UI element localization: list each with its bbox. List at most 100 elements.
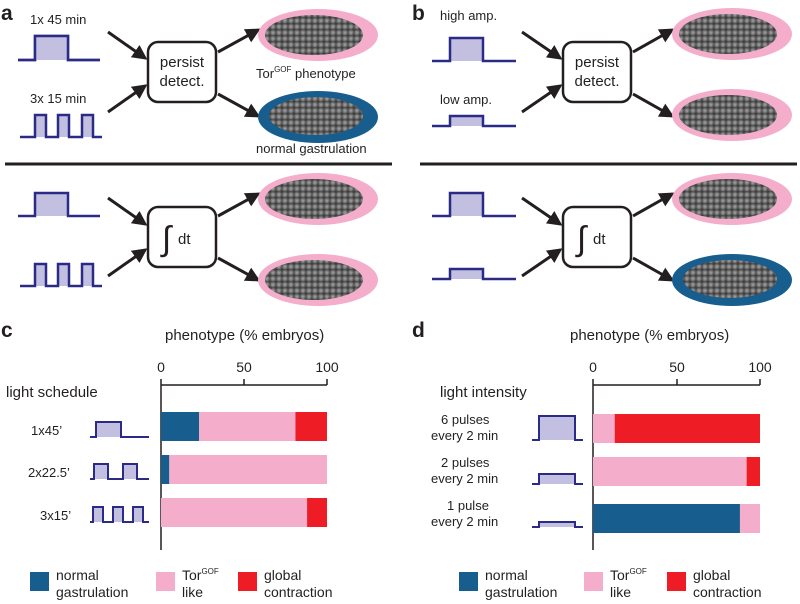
embryo-b-3: [672, 173, 792, 225]
row-label-d-1b: every 2 min: [431, 428, 498, 443]
legend-swatch-normal-c: [30, 572, 49, 591]
panel-letter-b: b: [412, 2, 425, 25]
row-pulse-c-2: [90, 463, 149, 480]
arrow-in-3: [107, 196, 148, 226]
panel-letter-c: c: [1, 319, 13, 342]
row-pulse-c-1: [90, 421, 149, 438]
tor-phenotype-label: TorGOF phenotype: [256, 65, 356, 81]
row-header-c: light schedule: [6, 384, 98, 401]
bar-d-row1-tor-like: [593, 414, 615, 443]
arrow-out-b1: [632, 28, 675, 54]
bar-d-row1-global: [614, 414, 760, 443]
bar-d-row2-global: [746, 457, 760, 486]
pulse-3x15: [20, 113, 102, 139]
arrow-out-4: [217, 256, 261, 282]
pulse-high-bottom: [432, 191, 516, 218]
input-label-1x45: 1x 45 min: [30, 12, 86, 27]
row-pulse-d-3: [532, 521, 583, 528]
row-pulse-c-3: [90, 506, 149, 523]
row-header-d: light intensity: [440, 384, 527, 401]
legend-global-c-1: global: [264, 567, 301, 583]
integral-symbol-b: ∫: [575, 220, 588, 258]
bars-chart-d: [593, 414, 760, 533]
arrow-out-b2: [632, 92, 675, 118]
box-b-text-line2: detect.: [574, 73, 619, 90]
panel-a: a 1x 45 min 3x 15 min persist detect. To…: [1, 2, 392, 306]
panel-d: d phenotype (% embryos) 0 50 100 light i…: [412, 319, 772, 600]
row-label-c-3: 3x15’: [40, 508, 71, 523]
tick-c-100: 100: [315, 359, 339, 375]
legend-tor-d-1: TorGOF: [610, 567, 647, 583]
legend-tor-c-1: TorGOF: [182, 567, 219, 583]
bar-c-row3-tor-like: [161, 498, 308, 527]
row-label-d-2a: 2 pulses: [441, 455, 490, 470]
row-pulse-d-2: [532, 473, 583, 485]
legend-global-c-2: contraction: [264, 584, 332, 600]
arrow-out-b3: [632, 192, 675, 218]
arrow-in-2: [107, 84, 148, 114]
bar-c-row1-global: [295, 412, 327, 441]
legend-normal-c-1: normal: [56, 567, 99, 583]
row-label-d-3a: 1 pulse: [447, 498, 489, 513]
bar-d-row2-tor-like: [593, 457, 747, 486]
arrow-in-b4: [521, 248, 563, 278]
legend-global-d-1: global: [693, 567, 730, 583]
arrow-out-3: [217, 192, 261, 218]
embryo-bottom-a-1: [258, 173, 378, 225]
legend-tor-c-2: like: [182, 584, 203, 600]
arrow-out-1: [217, 28, 261, 54]
embryo-b-2: [672, 89, 792, 141]
legend-swatch-normal-d: [459, 572, 478, 591]
integrator-box-b: [561, 205, 633, 269]
arrow-in-b3: [521, 196, 563, 226]
tick-d-0: 0: [589, 359, 597, 375]
arrow-in-b1: [521, 30, 563, 60]
pulse-triple-bottom: [20, 262, 102, 288]
legend-tor-d-2: like: [610, 584, 631, 600]
normal-gastrulation-label: normal gastrulation: [256, 141, 367, 156]
arrow-in-b2: [521, 84, 563, 114]
bar-c-row1-tor-like: [199, 412, 296, 441]
row-label-c-1: 1x45’: [31, 423, 62, 438]
box-b-text-line1: persist: [575, 54, 620, 71]
legend-swatch-global-d: [667, 572, 686, 591]
arrow-in-1: [107, 30, 148, 60]
legend-swatch-global-c: [238, 572, 257, 591]
pulse-low-bottom: [432, 267, 516, 281]
input-label-high-amp: high amp.: [440, 8, 497, 23]
pulse-fill-1x45: [35, 36, 68, 60]
pulse-long-bottom: [18, 191, 100, 218]
axis-title-d: phenotype (% embryos): [570, 327, 729, 344]
embryo-bottom-a-2: [258, 254, 378, 306]
integral-symbol: ∫: [160, 220, 173, 258]
panel-letter-a: a: [1, 2, 13, 25]
embryo-b-1: [672, 8, 792, 60]
box-text-line2: detect.: [159, 73, 204, 90]
row-label-d-2b: every 2 min: [431, 471, 498, 486]
bars-chart-c: [161, 412, 327, 527]
bar-d-row3-tor-like: [739, 504, 760, 533]
input-label-low-amp: low amp.: [440, 92, 492, 107]
pulse-high-amp: [432, 36, 516, 63]
embryo-tor-phenotype: [258, 9, 378, 61]
box-text-line1: persist: [160, 54, 205, 71]
persist-detect-box: [146, 40, 218, 104]
integrator-text: dt: [178, 231, 191, 248]
tick-c-0: 0: [157, 359, 165, 375]
tick-c-50: 50: [236, 359, 252, 375]
arrow-in-4: [107, 248, 148, 278]
legend-normal-d-2: gastrulation: [485, 584, 557, 600]
input-label-3x15: 3x 15 min: [30, 91, 86, 106]
arrow-out-2: [217, 92, 261, 118]
panel-b: b high amp. low amp. persist detect.: [412, 2, 797, 306]
bar-d-row3-normal: [593, 504, 740, 533]
row-label-d-3b: every 2 min: [431, 514, 498, 529]
legend-normal-d-1: normal: [485, 567, 528, 583]
bar-c-row1-normal: [161, 412, 200, 441]
legend-swatch-tor-c: [156, 572, 175, 591]
bar-c-row2-normal: [161, 455, 170, 484]
row-pulse-d-1: [532, 415, 583, 441]
legend-global-d-2: contraction: [693, 584, 761, 600]
arrow-out-b4: [632, 256, 675, 282]
